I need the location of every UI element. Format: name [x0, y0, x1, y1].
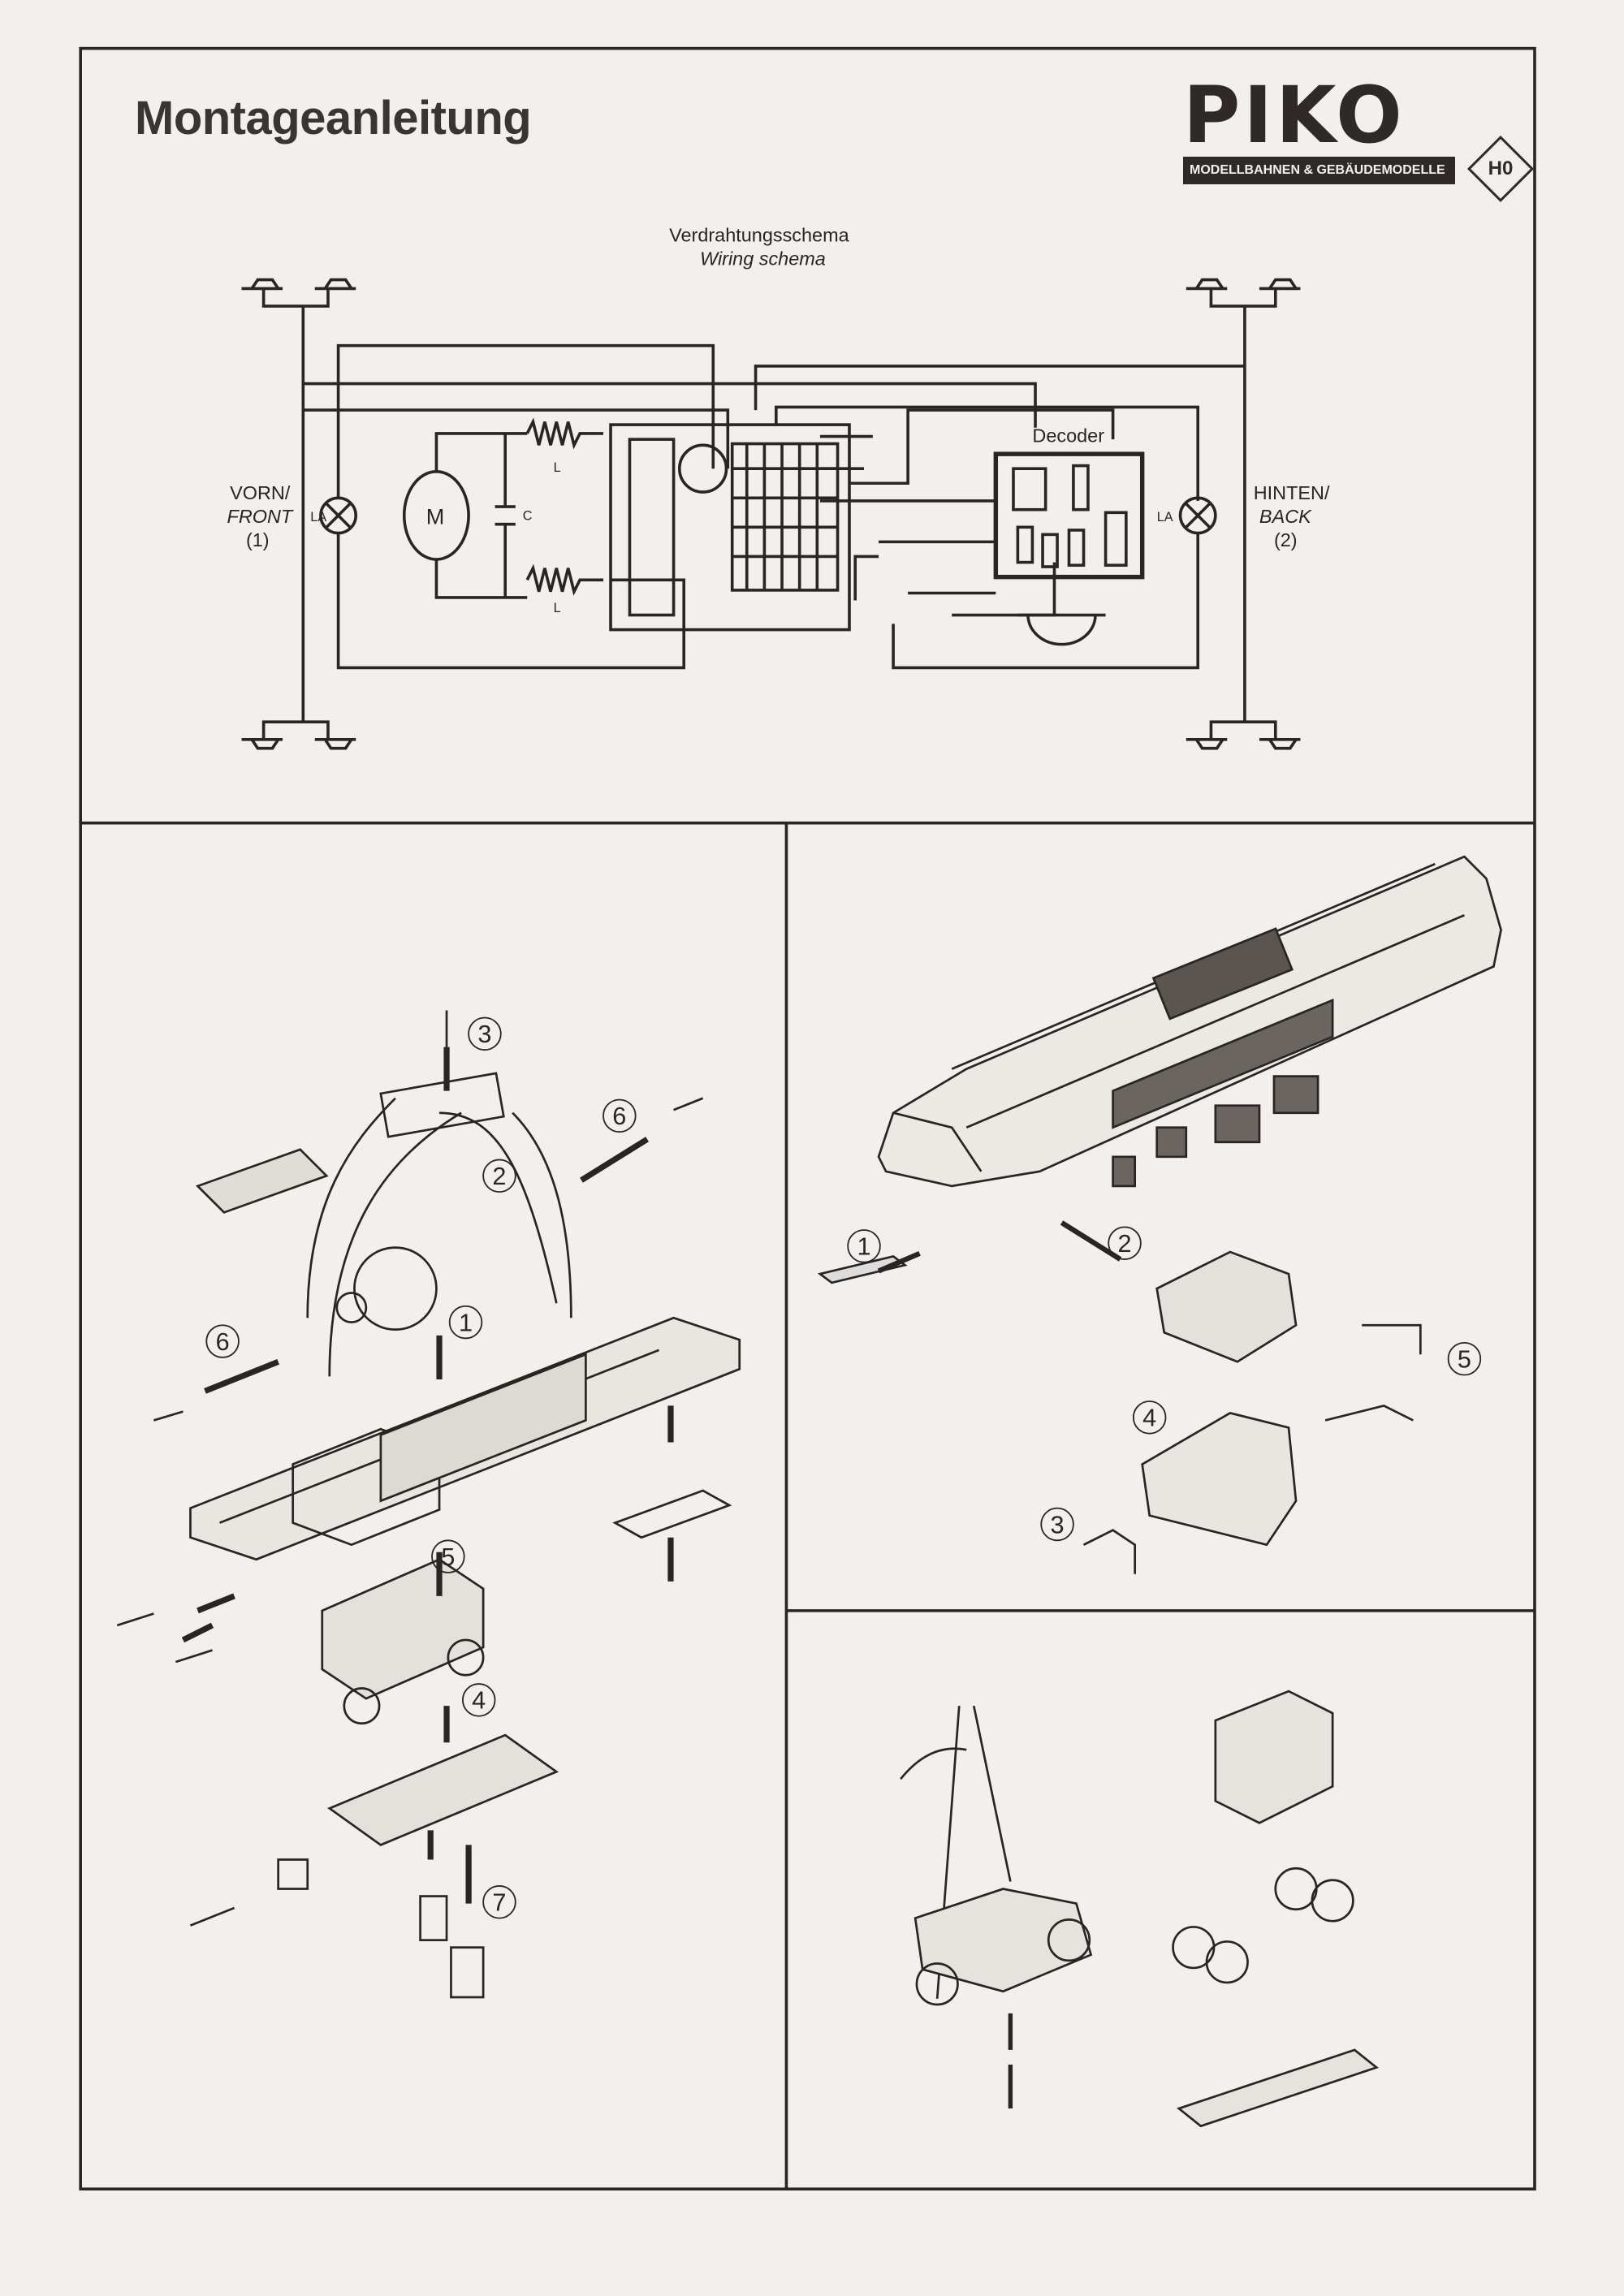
assembly-step-markers-left: 3 2 6 1 6 5 4 7	[205, 1016, 637, 1919]
lamp-label-front: LA	[310, 510, 326, 524]
page-title: Montageanleitung	[135, 92, 532, 145]
pickup-bottom-right	[1186, 720, 1301, 750]
lamp-front-icon	[319, 496, 358, 535]
back-label-1: HINTEN/	[1254, 482, 1330, 503]
svg-text:4: 4	[472, 1687, 486, 1715]
svg-text:4: 4	[1142, 1405, 1156, 1432]
ground-icon	[1017, 613, 1106, 646]
step-marker: 2	[1108, 1226, 1142, 1260]
front-label-2: FRONT	[227, 506, 294, 527]
wiring-diagram	[241, 278, 1301, 750]
piko-logo: PIKO MODELLBAHNEN & GEBÄUDEMODELLE H0	[1183, 70, 1535, 203]
svg-text:6: 6	[612, 1103, 626, 1130]
step-marker: 2	[482, 1159, 516, 1193]
step-marker: 1	[847, 1229, 881, 1263]
step-marker: 3	[1040, 1507, 1074, 1542]
pickup-bottom-left	[241, 720, 356, 750]
svg-text:2: 2	[492, 1163, 506, 1190]
pickup-top-left	[241, 278, 356, 308]
decoder-board	[993, 451, 1145, 580]
svg-text:5: 5	[1458, 1346, 1471, 1374]
motor-label: M	[426, 505, 445, 529]
page-frame	[79, 46, 1536, 2191]
step-marker: 6	[205, 1324, 240, 1358]
bogie-disassembly-drawing	[900, 1690, 1380, 2128]
back-label-2: BACK	[1259, 506, 1312, 527]
step-marker: 3	[468, 1016, 502, 1051]
svg-text:3: 3	[1051, 1511, 1065, 1539]
front-label-3: (1)	[246, 529, 270, 550]
board-pads	[730, 442, 840, 592]
svg-text:1: 1	[459, 1309, 473, 1336]
inductor-label-bottom: L	[554, 601, 561, 615]
svg-text:7: 7	[492, 1889, 506, 1917]
circuit-board	[609, 423, 851, 632]
step-marker: 5	[431, 1539, 465, 1573]
rail-wires	[301, 306, 1246, 723]
lamp-back-icon	[1178, 496, 1217, 535]
step-marker: 4	[1132, 1400, 1167, 1435]
decoder-label: Decoder	[1032, 425, 1104, 447]
lamp-label-back: LA	[1157, 510, 1173, 524]
locomotive-body-drawing	[817, 855, 1502, 1574]
svg-text:5: 5	[441, 1543, 455, 1571]
inductor-icons	[525, 417, 604, 596]
wiring-labels: Verdrahtungsschema Wiring schema Decoder…	[227, 225, 1330, 615]
assembly-arrows	[181, 1047, 674, 1904]
svg-text:1: 1	[857, 1233, 870, 1261]
inductor-label-top: L	[554, 460, 561, 475]
pickup-top-right	[1186, 278, 1301, 308]
front-label-1: VORN/	[230, 482, 291, 503]
assembly-step-markers-right: 1 2 5 4 3	[847, 1226, 1482, 1542]
capacitor-icon	[434, 432, 528, 599]
wiring-title: Verdrahtungsschema	[669, 225, 849, 246]
step-marker: 1	[448, 1305, 483, 1340]
step-marker: 5	[1447, 1341, 1482, 1376]
chassis-exploded-drawing	[116, 1010, 741, 1999]
wiring-subtitle: Wiring schema	[700, 248, 826, 270]
svg-text:6: 6	[216, 1328, 230, 1356]
step-marker: 4	[461, 1683, 496, 1717]
svg-text:3: 3	[477, 1021, 491, 1048]
step-marker: 7	[482, 1885, 516, 1919]
logo-brand: PIKO	[1183, 70, 1406, 161]
back-label-3: (2)	[1274, 529, 1298, 550]
logo-tagline: MODELLBAHNEN & GEBÄUDEMODELLE	[1183, 157, 1455, 184]
capacitor-label: C	[523, 508, 533, 523]
step-marker: 6	[603, 1098, 637, 1133]
svg-text:2: 2	[1118, 1230, 1132, 1258]
assembly-arrows-right	[877, 1220, 1122, 1274]
